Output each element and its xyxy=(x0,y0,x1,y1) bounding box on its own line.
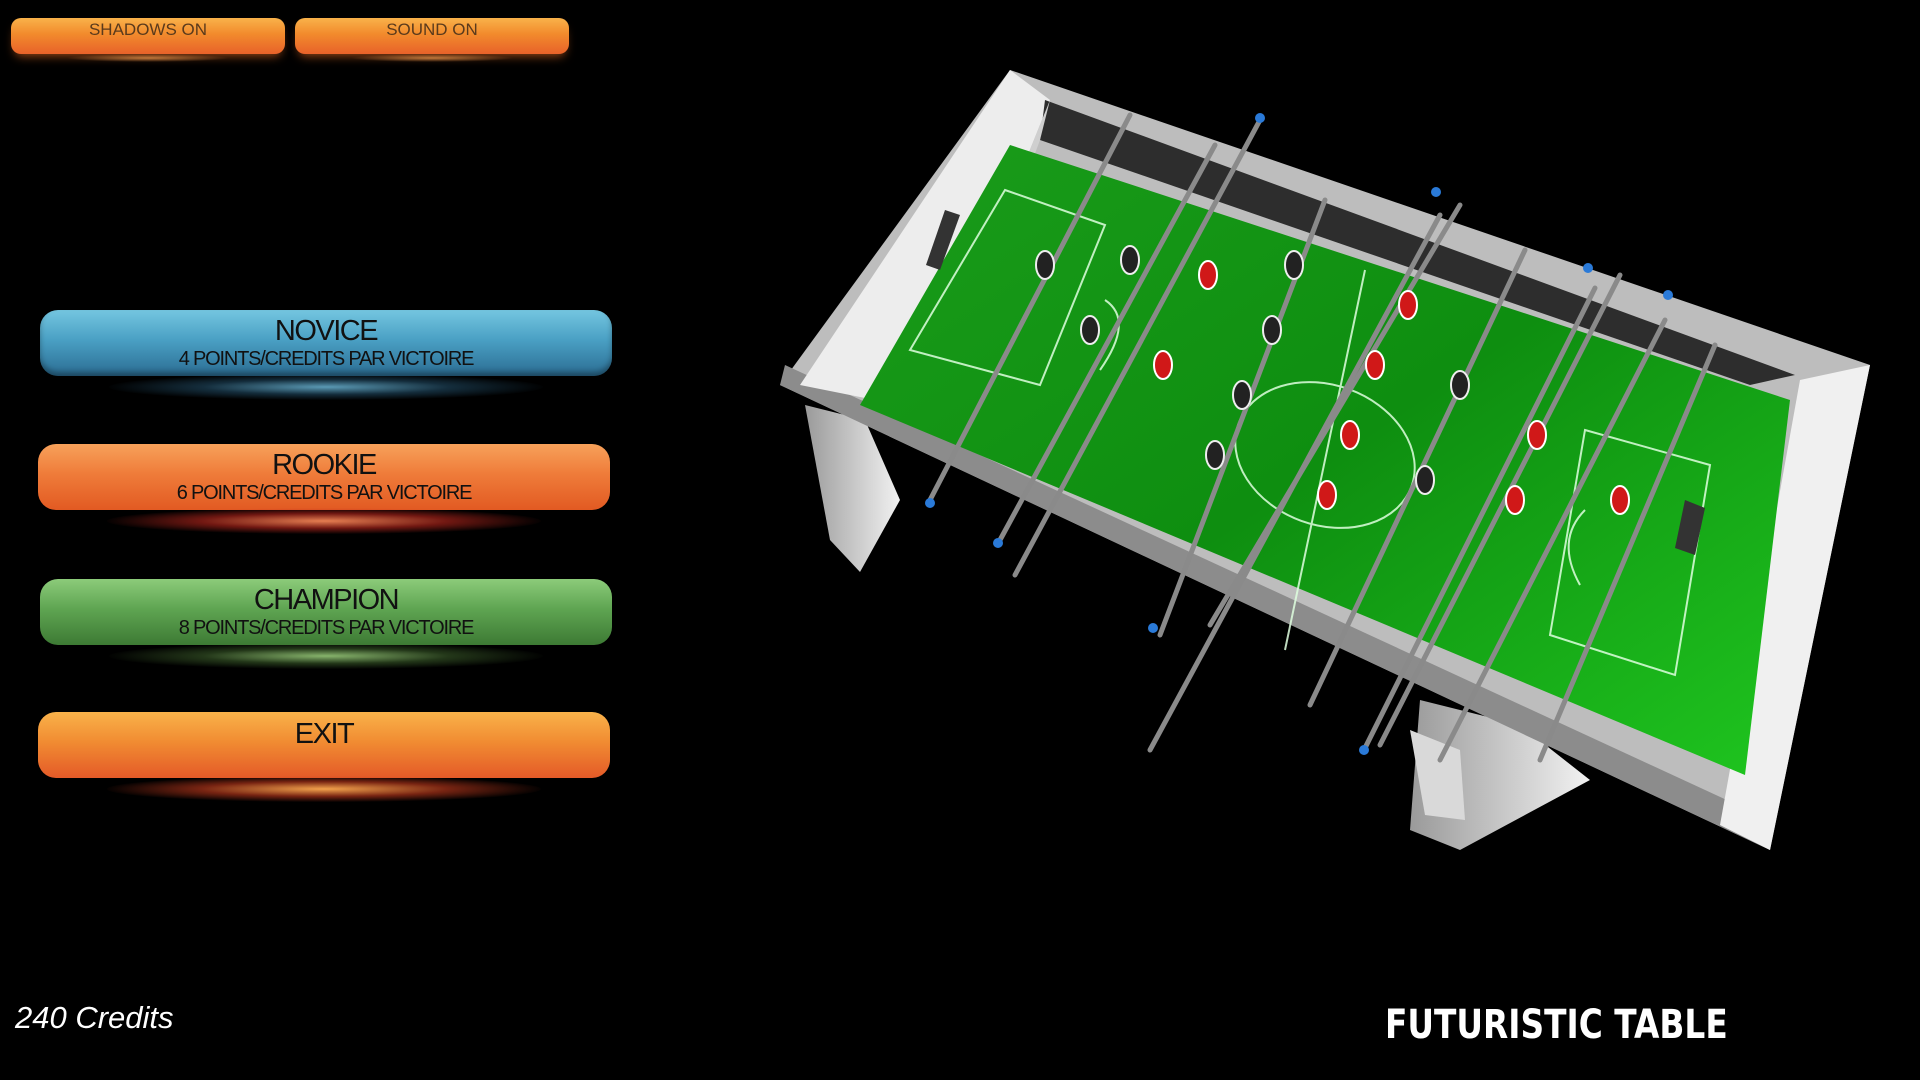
rookie-subtitle: 6 POINTS/CREDITS PAR VICTOIRE xyxy=(176,482,473,504)
table-legs xyxy=(805,405,1590,850)
table-name-label: FUTURISTIC TABLE xyxy=(1385,1002,1728,1048)
rod-handles xyxy=(925,113,1673,755)
champion-title: CHAMPION xyxy=(253,584,400,616)
novice-button[interactable]: NOVICE 4 POINTS/CREDITS PAR VICTOIRE xyxy=(40,310,612,400)
credits-counter: 240 Credits xyxy=(15,1000,174,1035)
shadows-toggle-button[interactable]: SHADOWS ON xyxy=(11,18,285,62)
rookie-button[interactable]: ROOKIE 6 POINTS/CREDITS PAR VICTOIRE xyxy=(38,444,610,534)
exit-glow xyxy=(106,776,542,802)
rookie-glow xyxy=(106,508,542,534)
black-team-players xyxy=(1035,245,1470,495)
champion-glow xyxy=(108,643,544,669)
champion-subtitle: 8 POINTS/CREDITS PAR VICTOIRE xyxy=(178,617,475,639)
foosball-table-illustration xyxy=(780,70,1870,850)
exit-title: EXIT xyxy=(294,718,355,750)
champion-button[interactable]: CHAMPION 8 POINTS/CREDITS PAR VICTOIRE xyxy=(40,579,612,669)
novice-title: NOVICE xyxy=(274,315,379,347)
novice-subtitle: 4 POINTS/CREDITS PAR VICTOIRE xyxy=(178,348,475,370)
novice-glow xyxy=(108,374,544,400)
rookie-title: ROOKIE xyxy=(272,449,377,481)
red-team-players xyxy=(1153,260,1630,515)
exit-button[interactable]: EXIT xyxy=(38,712,610,802)
sound-toggle-button[interactable]: SOUND ON xyxy=(295,18,569,62)
goal-slots xyxy=(926,210,1705,555)
